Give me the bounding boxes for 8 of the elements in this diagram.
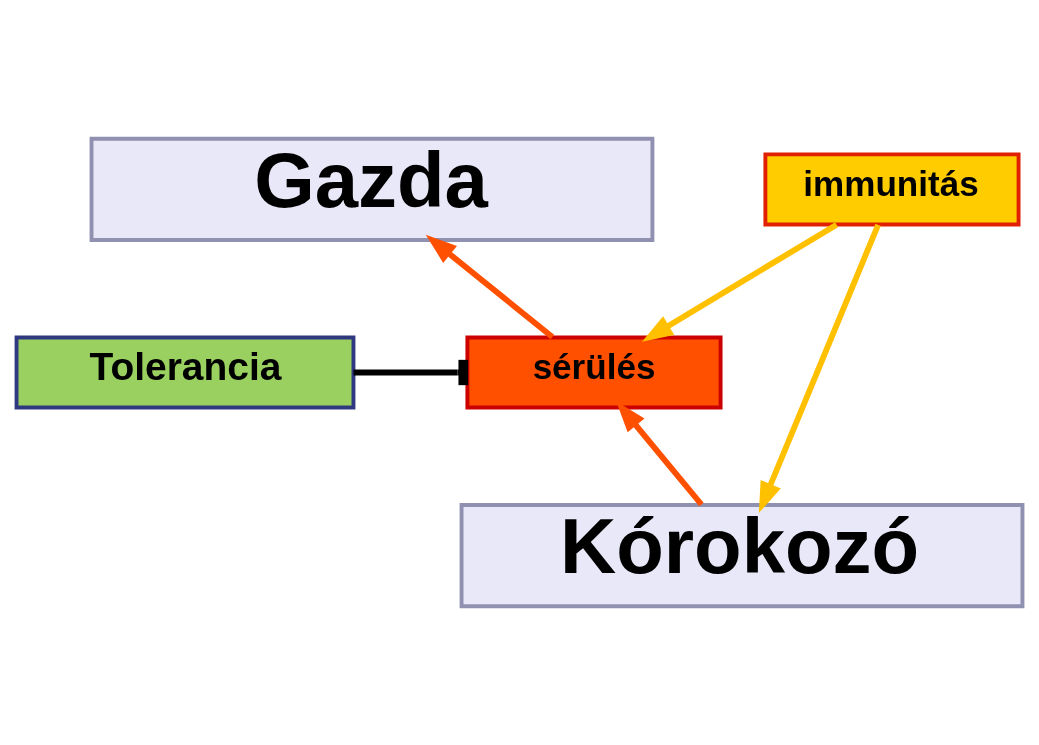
node-box: sérülés — [465, 335, 723, 410]
arrow — [642, 222, 839, 342]
arrow — [758, 223, 881, 514]
node-box: immunitás — [763, 152, 1021, 227]
node-box: Kórokozó — [459, 503, 1025, 609]
arrow — [425, 234, 555, 340]
node-box: Tolerancia — [14, 335, 356, 410]
node-box: Gazda — [89, 136, 655, 242]
